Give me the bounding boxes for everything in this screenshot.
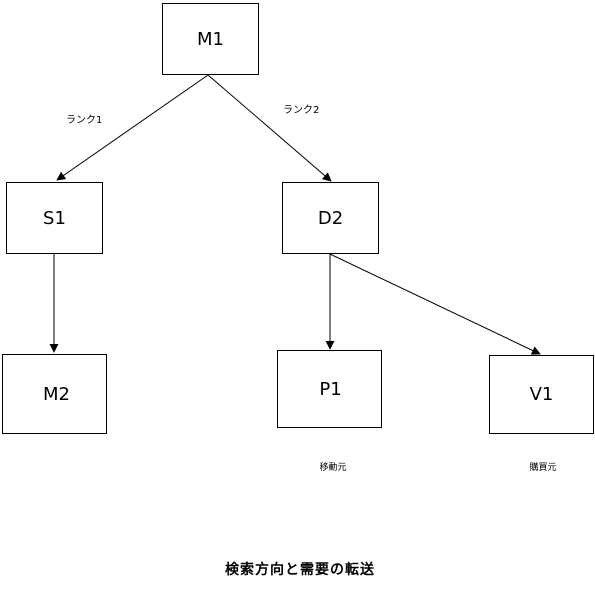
edge-d2-v1 (329, 253, 541, 355)
edge-m1-s1 (56, 74, 209, 181)
node-v1-box (489, 355, 594, 434)
node-m1: M1 (162, 3, 259, 75)
edge-m1-d2 (207, 74, 332, 182)
edge-label-rank1: ランク1 (66, 114, 102, 126)
note-v1: 購買元 (529, 461, 556, 473)
node-m2-label: M2 (43, 384, 70, 405)
note-p1: 移動元 (319, 461, 346, 473)
node-d2-box (282, 182, 379, 254)
node-p1-label: P1 (319, 379, 341, 400)
node-s1: S1 (6, 182, 103, 254)
node-m1-label: M1 (197, 29, 224, 50)
node-d2-label: D2 (318, 208, 343, 229)
node-v1-label: V1 (530, 384, 554, 405)
node-s1-box (6, 182, 103, 254)
node-s1-label: S1 (43, 208, 66, 229)
node-v1: V1 (489, 355, 594, 434)
node-m1-box (162, 3, 259, 75)
figure-caption: 検索方向と需要の転送 (225, 561, 375, 578)
node-d2: D2 (282, 182, 379, 254)
node-p1: P1 (277, 350, 382, 428)
node-m2-box (2, 354, 107, 434)
node-p1-box (277, 350, 382, 428)
edge-label-rank2: ランク2 (283, 104, 319, 116)
node-m2: M2 (2, 354, 107, 434)
